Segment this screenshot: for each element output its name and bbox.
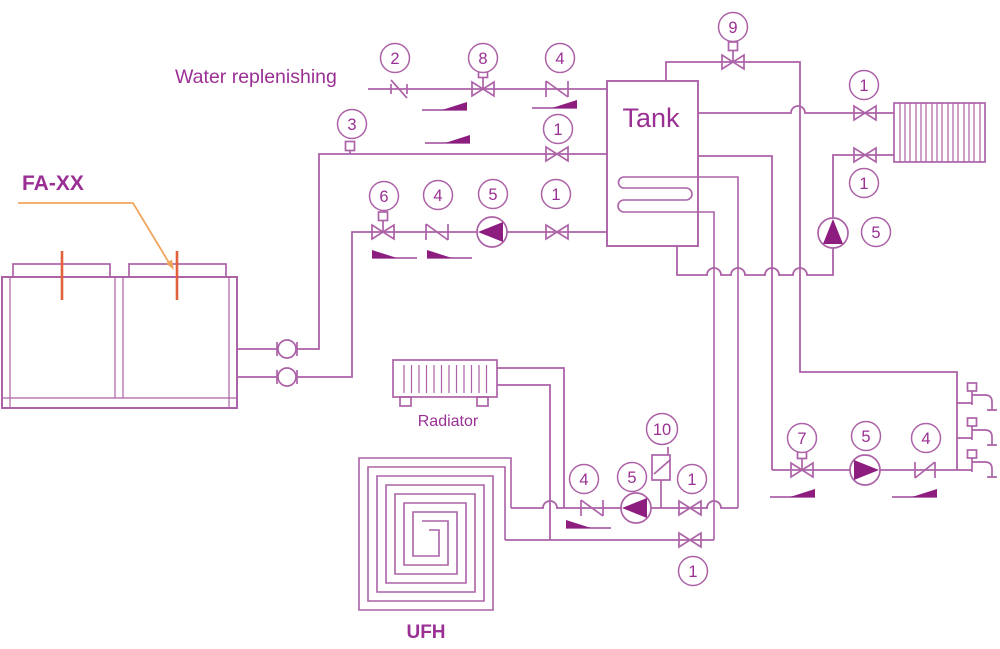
coil-pump-riser-pipe xyxy=(832,154,894,218)
callout-10: 10 xyxy=(645,412,679,446)
flexible-union-top xyxy=(276,339,298,359)
faucet-icon-2 xyxy=(966,417,998,446)
radiator-foot-left xyxy=(399,396,412,407)
radiator-return-pipe xyxy=(497,384,551,540)
water-replenishing-label: Water replenishing xyxy=(175,66,337,88)
fittings xyxy=(344,41,998,548)
flow-arrow-right-icon xyxy=(531,99,578,109)
motor-valve-9 xyxy=(721,41,745,70)
callout-1d: 1 xyxy=(848,167,880,199)
callout-1a: 1 xyxy=(542,113,574,145)
callout-1c: 1 xyxy=(848,69,880,101)
fa-xx-leader-arrowhead xyxy=(165,259,174,270)
heat-pump-panel-lines xyxy=(2,277,237,408)
ufh-label: UFH xyxy=(406,622,445,643)
callout-4d: 4 xyxy=(910,422,942,454)
callout-3: 3 xyxy=(336,108,368,140)
svg-text:5: 5 xyxy=(861,428,870,446)
flow-arrow-left-icon xyxy=(426,249,473,259)
flow-arrow-right-icon xyxy=(891,488,938,498)
callout-4a: 4 xyxy=(544,42,576,74)
svg-text:4: 4 xyxy=(579,471,588,489)
callout-1f: 1 xyxy=(677,555,709,587)
svg-text:5: 5 xyxy=(627,469,636,487)
svg-text:2: 2 xyxy=(390,50,399,68)
tank-vent-dhw-pipe xyxy=(665,61,958,470)
radiator-supply-pipe xyxy=(497,367,565,508)
svg-text:1: 1 xyxy=(859,77,868,95)
callout-2: 2 xyxy=(379,42,411,74)
radiator-body xyxy=(392,359,498,398)
radiator-label: Radiator xyxy=(418,413,479,430)
faucet-branch-pipes xyxy=(957,402,972,471)
motor-valve-6 xyxy=(371,211,395,240)
callout-5b: 5 xyxy=(860,216,892,248)
svg-text:9: 9 xyxy=(728,19,737,37)
ufh-spiral-supply-flight xyxy=(358,457,512,611)
flow-arrow-left-icon xyxy=(371,249,418,259)
radiator-unit: Radiator xyxy=(392,359,498,430)
flow-arrow-left-icon xyxy=(565,519,612,529)
svg-text:3: 3 xyxy=(347,116,356,134)
callout-1b: 1 xyxy=(540,178,572,210)
number-callouts: 2 8 4 9 3 1 6 4 5 1 1 1 5 10 4 5 1 1 7 5… xyxy=(336,11,942,587)
flow-arrow-right-icon xyxy=(769,488,816,498)
svg-text:10: 10 xyxy=(653,421,671,439)
fan-coil-body xyxy=(893,102,986,163)
callout-1e: 1 xyxy=(676,463,708,495)
flow-arrow-right-icon xyxy=(424,134,471,144)
svg-text:4: 4 xyxy=(921,430,930,448)
tank-to-coil-top-pipe xyxy=(698,105,894,114)
fan-coil-unit xyxy=(893,102,986,163)
callout-9: 9 xyxy=(717,11,749,43)
ufh-spiral-return-flight xyxy=(367,466,506,602)
radiator-foot-right xyxy=(476,396,489,407)
faucet-icon-3 xyxy=(966,449,998,478)
svg-text:1: 1 xyxy=(688,563,697,581)
fa-xx-leader-line xyxy=(18,202,172,267)
callout-8: 8 xyxy=(467,42,499,74)
faucet-icon-1 xyxy=(966,382,998,411)
flow-arrow-right-icon xyxy=(421,101,468,111)
svg-text:1: 1 xyxy=(551,186,560,204)
svg-text:7: 7 xyxy=(797,430,806,448)
callout-4b: 4 xyxy=(422,179,454,211)
motor-valve-7 xyxy=(790,449,814,478)
callout-4c: 4 xyxy=(568,463,600,495)
circulation-pump-5c xyxy=(620,492,652,524)
callout-7: 7 xyxy=(786,422,818,454)
fan-coil-fins xyxy=(899,103,981,162)
svg-text:4: 4 xyxy=(433,187,442,205)
heat-pump-label: FA-XX xyxy=(22,172,84,195)
svg-text:4: 4 xyxy=(555,50,564,68)
flexible-union-bottom xyxy=(276,367,298,387)
circulation-pump-5a xyxy=(476,216,508,248)
tank-bottom-pipe xyxy=(676,246,834,276)
svg-text:1: 1 xyxy=(687,471,696,489)
tank-label: Tank xyxy=(622,103,680,133)
tank-unit: Tank xyxy=(606,80,739,540)
underfloor-heating-coil: UFH xyxy=(358,457,512,643)
heat-pump-body xyxy=(1,276,238,409)
tank-heat-exchanger-coil xyxy=(617,176,739,540)
temperature-sensor-3 xyxy=(344,140,356,154)
callout-5c: 5 xyxy=(616,461,648,493)
safety-valve-10 xyxy=(651,447,671,508)
svg-text:5: 5 xyxy=(871,224,880,242)
svg-text:5: 5 xyxy=(488,186,497,204)
tank-body xyxy=(606,80,699,247)
callout-6: 6 xyxy=(368,180,400,212)
svg-text:8: 8 xyxy=(478,50,487,68)
tank-recirculation-pipe xyxy=(698,155,773,470)
callout-5d: 5 xyxy=(850,420,882,452)
radiator-fins xyxy=(403,365,488,393)
svg-text:1: 1 xyxy=(859,175,868,193)
svg-text:6: 6 xyxy=(379,188,388,206)
heat-pump-unit: FA-XX xyxy=(1,172,298,409)
callout-5a: 5 xyxy=(477,178,509,210)
circulation-pump-5b xyxy=(817,217,849,249)
circulation-pump-5d xyxy=(849,454,881,486)
svg-text:1: 1 xyxy=(553,121,562,139)
